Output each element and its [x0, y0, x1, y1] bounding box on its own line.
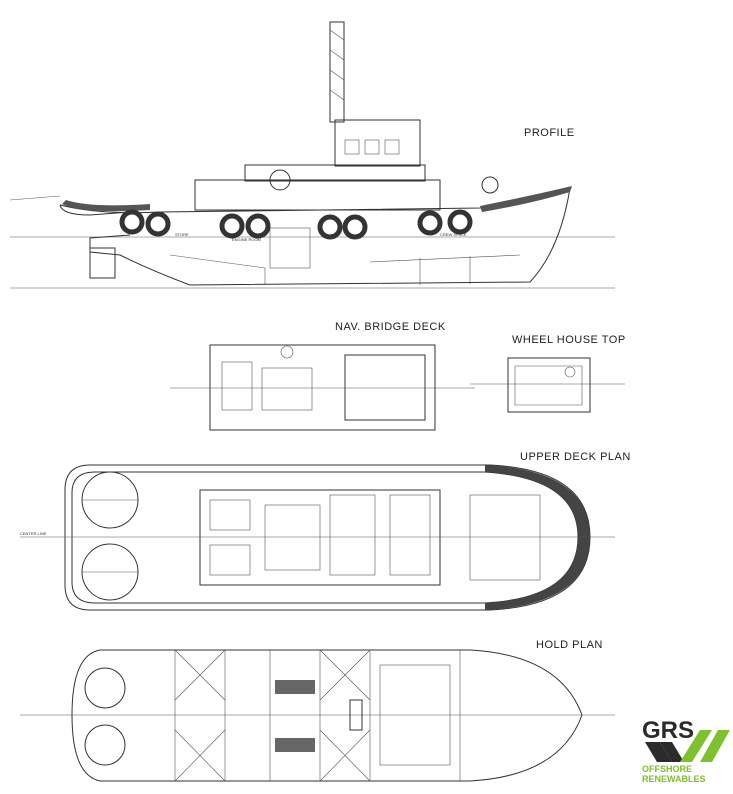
- title-nav-bridge-deck: NAV. BRIDGE DECK: [335, 321, 446, 333]
- profile-view: STORE ENGINE ROOM CREW SPACE PROFILE: [9, 21, 615, 289]
- label-store: STORE: [175, 232, 189, 237]
- label-engine-room: ENGINE ROOM: [232, 237, 261, 242]
- nav-bridge-deck-view: NAV. BRIDGE DECK: [170, 321, 475, 431]
- title-profile: PROFILE: [524, 127, 575, 139]
- title-wheel-house-top: WHEEL HOUSE TOP: [512, 334, 626, 346]
- logo-mark: GRS: [642, 717, 694, 744]
- wheel-house-top-view: WHEEL HOUSE TOP: [470, 334, 626, 413]
- hold-plan-view: HOLD PLAN: [20, 639, 615, 782]
- title-upper-deck-plan: UPPER DECK PLAN: [520, 451, 631, 463]
- logo-line1: OFFSHORE: [642, 764, 692, 774]
- label-center-line: CENTER LINE: [20, 531, 47, 536]
- label-crew-space: CREW SPACE: [440, 232, 467, 237]
- title-hold-plan: HOLD PLAN: [536, 639, 603, 651]
- upper-deck-plan-view: CENTER LINE UPPER DECK PLAN: [20, 451, 631, 611]
- grs-logo: GRS OFFSHORE RENEWABLES: [642, 717, 730, 784]
- logo-line2: RENEWABLES: [642, 774, 706, 784]
